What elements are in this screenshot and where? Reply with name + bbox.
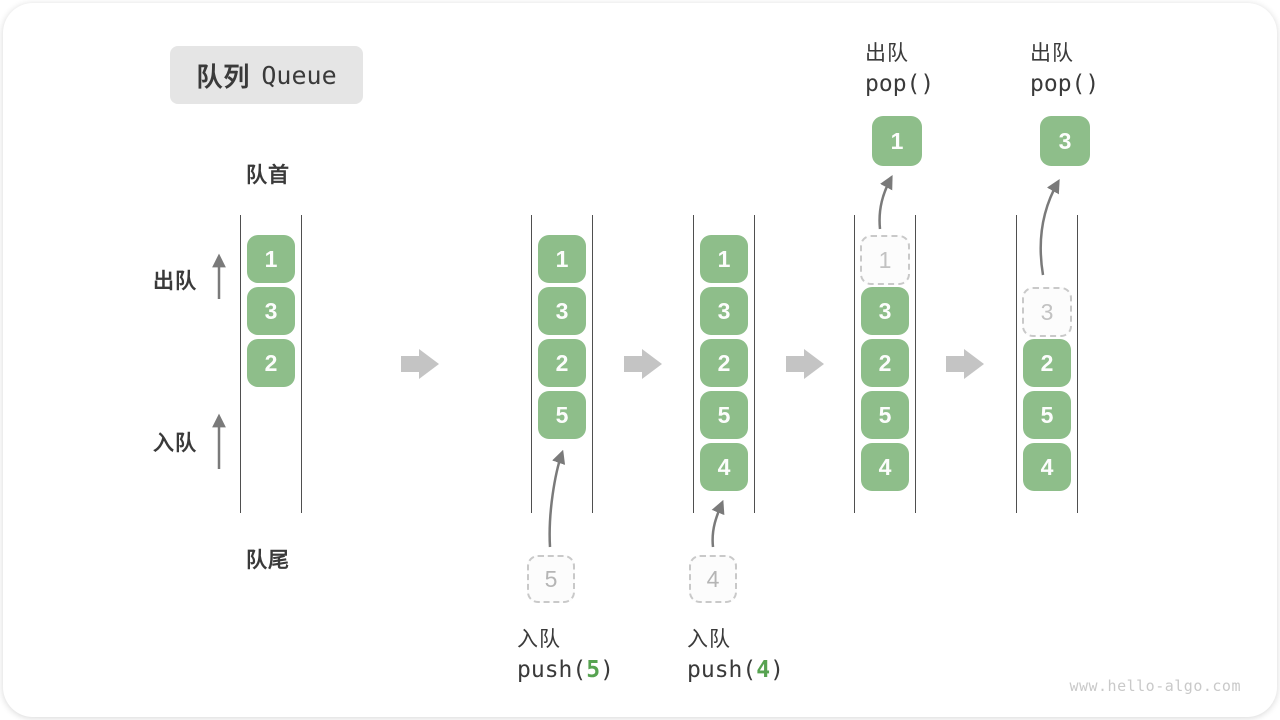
enqueue-arrow-icon [711, 499, 725, 548]
queue-cell: 2 [1023, 339, 1071, 387]
queue-cell: 4 [861, 443, 909, 491]
operation-code: push(5) [517, 657, 614, 683]
queue-cell: 4 [700, 443, 748, 491]
watermark: www.hello-algo.com [1069, 677, 1241, 695]
operation-code: push(4) [687, 657, 784, 683]
operation-arg: 5 [586, 657, 601, 683]
operation-code: pop() [865, 71, 935, 97]
queue-container [854, 215, 916, 513]
queue-cell: 1 [538, 235, 586, 283]
operation-label: 出队 [865, 42, 909, 65]
step-arrow-icon [946, 349, 984, 379]
operation-arg: 4 [756, 657, 771, 683]
ghost-cell: 3 [1022, 287, 1072, 337]
title-en: Queue [261, 60, 337, 90]
operation-label: 入队 [517, 628, 561, 651]
enqueue-arrow-icon [548, 449, 566, 548]
staged-cell: 5 [527, 555, 575, 603]
dequeue-side-label: 出队 [153, 270, 197, 293]
queue-container [1016, 215, 1078, 513]
queue-cell: 2 [247, 339, 295, 387]
dequeue-arrow-icon [878, 174, 893, 230]
ghost-cell: 1 [860, 235, 910, 285]
queue-cell: 1 [700, 235, 748, 283]
queue-cell: 3 [700, 287, 748, 335]
queue-cell: 5 [700, 391, 748, 439]
title-zh: 队列 [196, 61, 251, 92]
queue-front-label: 队首 [246, 164, 290, 187]
queue-rear-label: 队尾 [246, 549, 290, 572]
queue-cell: 2 [861, 339, 909, 387]
popped-cell: 3 [1040, 116, 1090, 166]
popped-cell: 1 [872, 116, 922, 166]
queue-cell: 3 [861, 287, 909, 335]
queue-container [240, 215, 302, 513]
queue-container [693, 215, 755, 513]
step-arrow-icon [624, 349, 662, 379]
queue-cell: 2 [538, 339, 586, 387]
dequeue-arrow-icon [1039, 179, 1060, 276]
arrows-layer [212, 174, 1060, 548]
enqueue-side-label: 入队 [153, 432, 197, 455]
queue-cell: 4 [1023, 443, 1071, 491]
queue-cell: 5 [538, 391, 586, 439]
operation-code: pop() [1030, 71, 1100, 97]
step-arrow-icon [786, 349, 824, 379]
queue-cell: 5 [861, 391, 909, 439]
step-arrow-icon [401, 349, 439, 379]
queue-cell: 1 [247, 235, 295, 283]
queue-cell: 2 [700, 339, 748, 387]
operation-label: 出队 [1030, 42, 1074, 65]
title-box: 队列 Queue [170, 46, 363, 104]
queue-cell: 5 [1023, 391, 1071, 439]
queue-cell: 3 [538, 287, 586, 335]
staged-cell: 4 [689, 555, 737, 603]
queue-container [531, 215, 593, 513]
queue-cell: 3 [247, 287, 295, 335]
operation-label: 入队 [687, 628, 731, 651]
